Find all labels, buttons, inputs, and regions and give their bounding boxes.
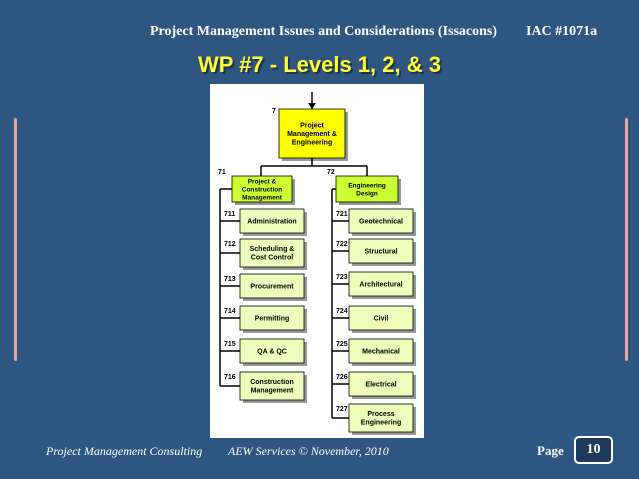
wbs-node-root [278,108,346,159]
wbs-code-712: 712 [224,241,236,248]
wbs-code-725: 725 [336,341,348,348]
wbs-node-root-label: Management & [287,131,337,138]
footer-left: Project Management Consulting [46,444,203,458]
wbs-node-root-label: Project [300,122,324,129]
header-title: Project Management Issues and Considerat… [150,24,498,39]
wbs-node-724-label: Civil [374,315,389,322]
left-decoration-bar [14,118,17,361]
wbs-code-713: 713 [224,276,236,283]
page-label: Page [537,443,564,458]
wbs-code-72: 72 [327,169,335,176]
footer-middle: AEW Services © November, 2010 [228,444,389,458]
wbs-node-72 [335,175,399,203]
wbs-node-727-label: Engineering [361,420,401,427]
wbs-node-72-label: Engineering [348,182,386,189]
wbs-code-721: 721 [336,211,348,218]
wbs-node-712 [239,238,305,268]
right-decoration-bar [625,118,628,361]
wbs-node-725 [348,338,414,364]
page-number: 10 [574,436,613,464]
wbs-node-726-label: Electrical [365,381,396,388]
wbs-node-713-label: Procurement [250,283,294,290]
wbs-code-715: 715 [224,341,236,348]
wbs-node-71-label: Project & [248,178,277,185]
wbs-node-715-label: QA & QC [257,348,287,355]
wbs-node-714 [239,305,305,331]
wbs-node-716 [239,371,305,401]
header-code: IAC #1071a [526,24,598,39]
wbs-code-root: 7 [272,108,276,115]
wbs-node-711-label: Administration [247,218,296,225]
wbs-node-726 [348,371,414,397]
wbs-node-root-label: Engineering [292,139,332,146]
slide-title: WP #7 - Levels 1, 2, & 3 [198,52,441,77]
wbs-node-727-label: Process [367,411,394,418]
wbs-code-716: 716 [224,374,236,381]
wbs-node-725-label: Mechanical [362,348,400,355]
wbs-code-727: 727 [336,406,348,413]
wbs-code-71: 71 [218,169,226,176]
root-arrow-head [308,103,316,109]
wbs-code-711: 711 [224,211,235,218]
wbs-node-71-label: Construction [242,186,282,193]
wbs-node-716-label: Management [251,388,294,395]
wbs-node-716-label: Construction [250,379,294,386]
wbs-node-712-label: Scheduling & [250,246,295,253]
wbs-node-727 [348,403,414,433]
wbs-node-711 [239,208,305,234]
wbs-node-715 [239,338,305,364]
wbs-node-723 [348,271,414,297]
wbs-code-724: 724 [336,308,348,315]
wbs-node-722 [348,238,414,264]
wbs-node-713 [239,273,305,299]
wbs-code-722: 722 [336,241,348,248]
wbs-code-714: 714 [224,308,236,315]
wbs-code-726: 726 [336,374,348,381]
wbs-node-712-label: Cost Control [251,255,293,262]
wbs-node-724 [348,305,414,331]
wbs-code-723: 723 [336,274,348,281]
wbs-node-722-label: Structural [364,248,397,255]
wbs-node-72-label: Design [356,190,378,197]
wbs-node-721-label: Geotechnical [359,218,403,225]
wbs-node-71-label: Management [242,194,283,201]
wbs-node-714-label: Permitting [255,315,290,322]
wbs-node-723-label: Architectural [359,281,402,288]
wbs-node-721 [348,208,414,234]
